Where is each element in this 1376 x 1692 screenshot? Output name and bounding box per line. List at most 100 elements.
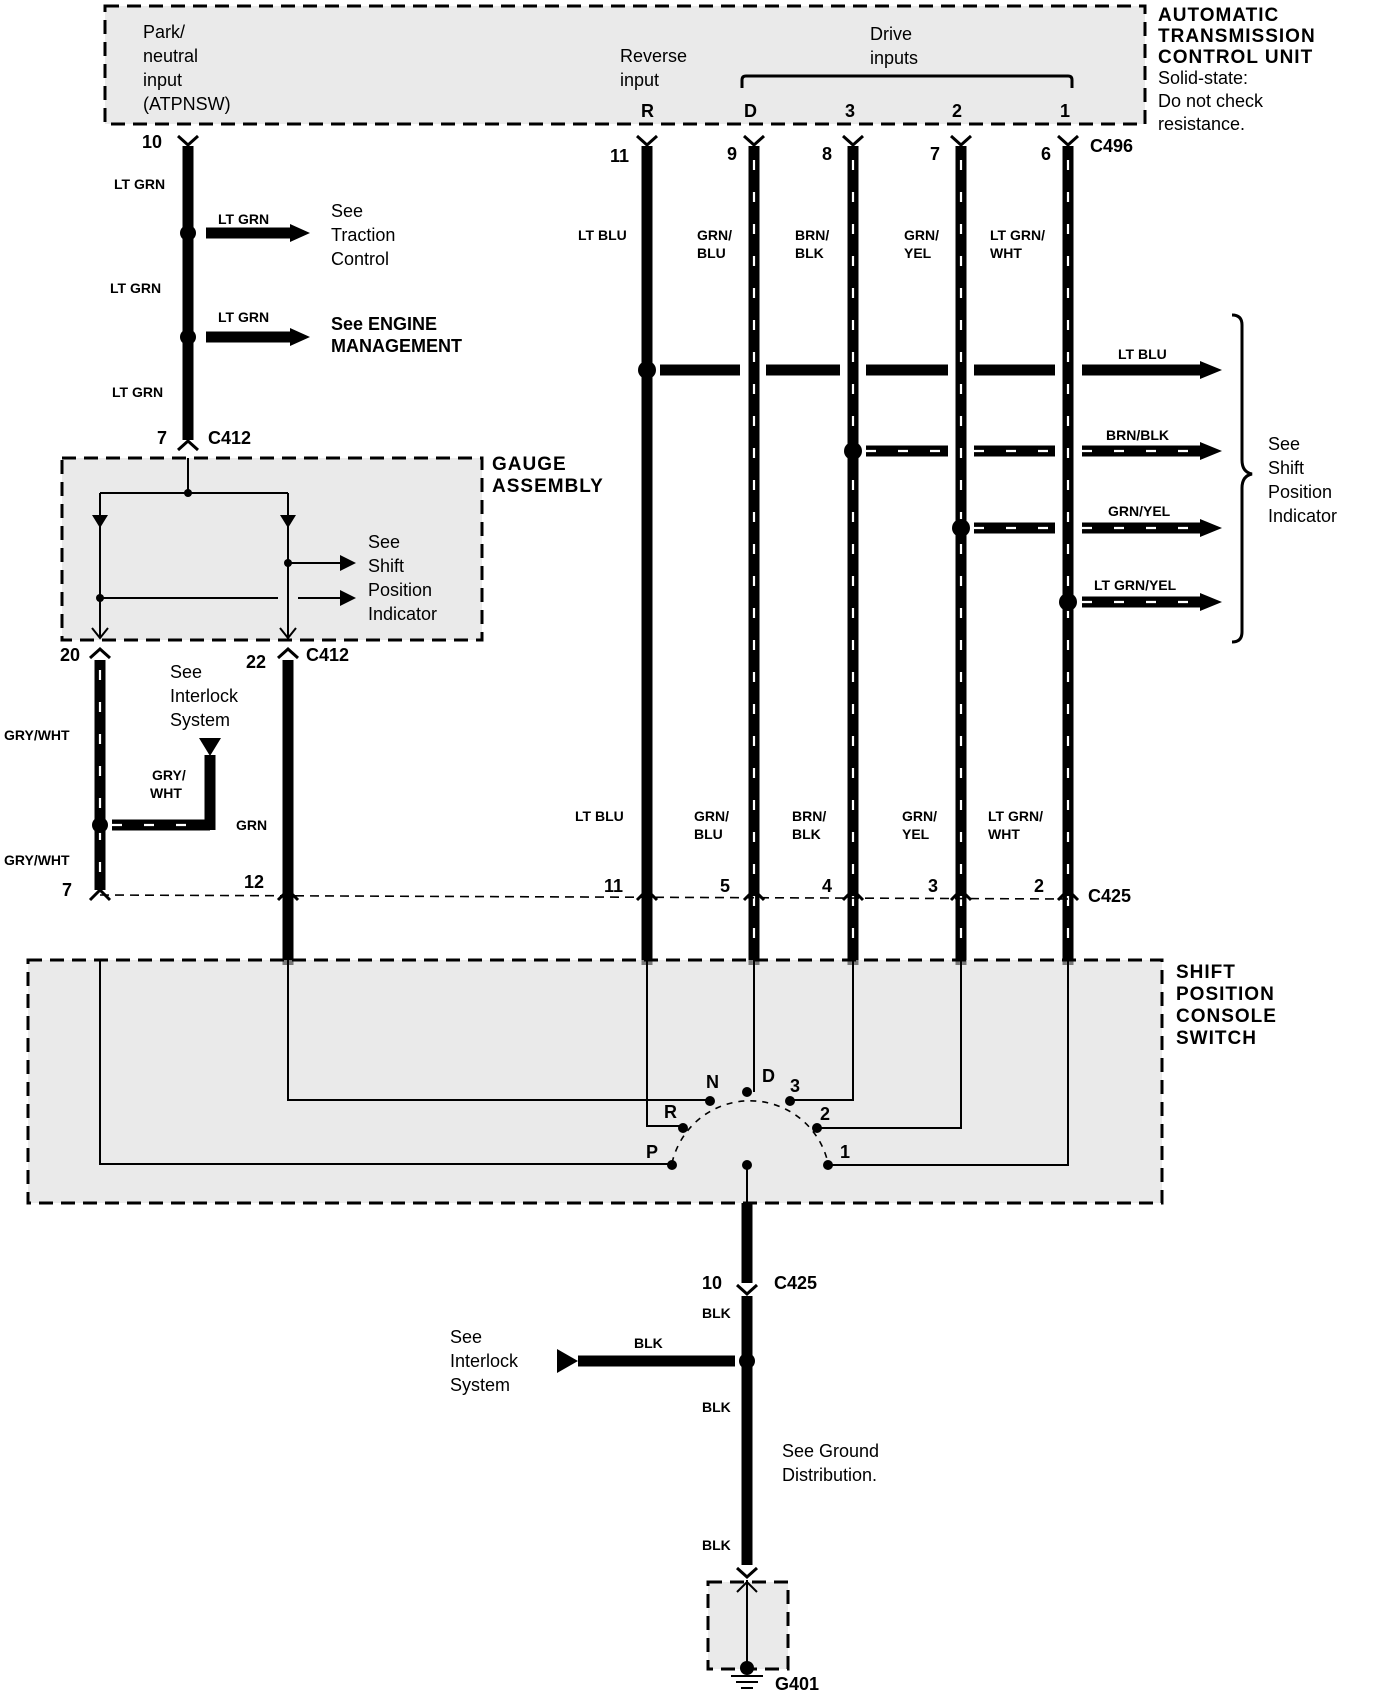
top-brn-blk-1: BRN/ [795, 227, 829, 243]
lt-grn-label-1: LT GRN [114, 176, 165, 192]
top-lt-blu: LT BLU [578, 227, 627, 243]
switch-pos-1: 1 [840, 1142, 850, 1162]
gauge-spi-ref-1: See [368, 532, 400, 552]
gauge-pin-22: 22 [246, 652, 266, 672]
traction-ref-3: Control [331, 249, 389, 269]
lt-grn-wire: LT GRN LT GRN LT GRN LT GRN LT GRN See T… [110, 146, 462, 452]
grn-label: GRN [236, 817, 267, 833]
bot-grn-blu-1: GRN/ [694, 808, 729, 824]
gauge-spi-ref-2: Shift [368, 556, 404, 576]
gauge-spi-ref-3: Position [368, 580, 432, 600]
lt-grn-label-traction: LT GRN [218, 211, 269, 227]
c425-pin-5: 5 [720, 876, 730, 896]
ground-interlock-2: Interlock [450, 1351, 519, 1371]
c412-top-label: C412 [208, 428, 251, 448]
spi-ref-1: See [1268, 434, 1300, 454]
interlock-top-ref-1: See [170, 662, 202, 682]
switch-title-2: POSITION [1176, 984, 1275, 1005]
spi-lt-grn-yel: LT GRN/YEL [1094, 577, 1177, 593]
ground-distribution-2: Distribution. [782, 1465, 877, 1485]
interlock-wire-1: GRY/ [152, 767, 186, 783]
c412-top-pin: 7 [157, 428, 167, 448]
c425-pin-11: 11 [604, 876, 623, 896]
wire-labels-top: LT BLU GRN/ BLU BRN/ BLK GRN/ YEL LT GRN… [578, 227, 1045, 261]
c425-pin-7: 7 [62, 880, 72, 900]
switch-title-4: SWITCH [1176, 1028, 1257, 1049]
top-grn-yel-2: YEL [904, 245, 932, 261]
tcu-title-3: CONTROL UNIT [1158, 47, 1313, 68]
c425-pin-2: 2 [1034, 876, 1044, 896]
park-input-1: Park/ [143, 22, 185, 42]
switch-title-3: CONSOLE [1176, 1006, 1277, 1027]
gry-wht-grn-wires: See Interlock System GRY/ WHT GRY/WHT GR… [4, 660, 294, 965]
switch-pos-2: 2 [820, 1104, 830, 1124]
gauge-assembly: GAUGE ASSEMBLY See Shift Position Indica… [60, 454, 603, 672]
spi-brn-blk: BRN/BLK [1106, 427, 1169, 443]
spi-branches: LT BLU BRN/BLK GRN/YEL LT GRN/YEL See Sh… [638, 313, 1337, 644]
bot-lt-blu: LT BLU [575, 808, 624, 824]
switch-pos-p: P [646, 1142, 658, 1162]
top-grn-blu-2: BLU [697, 245, 726, 261]
tcu-title-2: TRANSMISSION [1158, 26, 1316, 47]
c496-pins: 10 11 9 8 7 6 C496 [142, 132, 1133, 166]
bot-grn-blu-2: BLU [694, 826, 723, 842]
tcu-note-1: Solid-state: [1158, 68, 1248, 88]
top-brn-blk-2: BLK [795, 245, 824, 261]
c425-row: 7 12 11 5 4 3 2 C425 [62, 872, 1131, 906]
top-lt-grn-wht-2: WHT [990, 245, 1022, 261]
lt-grn-label-2: LT GRN [110, 280, 161, 296]
tcu-note-2: Do not check [1158, 91, 1264, 111]
term-r: R [641, 101, 654, 121]
engine-ref-2: MANAGEMENT [331, 336, 462, 356]
c425-pin-12: 12 [244, 872, 264, 892]
bot-grn-yel-2: YEL [902, 826, 930, 842]
c496-pin-7: 7 [930, 144, 940, 164]
lt-grn-label-engine: LT GRN [218, 309, 269, 325]
c496-pin-6: 6 [1041, 144, 1051, 164]
gry-wht-label-2: GRY/WHT [4, 852, 70, 868]
c496-pin-8: 8 [822, 144, 832, 164]
switch-title-1: SHIFT [1176, 962, 1236, 983]
main-vertical-wires [641, 146, 1074, 965]
c496-pin-10: 10 [142, 132, 162, 152]
c425-pin-4: 4 [822, 876, 832, 896]
spi-lt-blu: LT BLU [1118, 346, 1167, 362]
tcu-box: AUTOMATIC TRANSMISSION CONTROL UNIT Soli… [103, 4, 1316, 134]
park-input-3: input [143, 70, 182, 90]
bot-lt-grn-wht-1: LT GRN/ [988, 808, 1043, 824]
switch-pos-3: 3 [790, 1076, 800, 1096]
top-lt-grn-wht-1: LT GRN/ [990, 227, 1045, 243]
engine-ref-1: See ENGINE [331, 314, 437, 334]
gry-wht-label-1: GRY/WHT [4, 727, 70, 743]
ground-distribution-1: See Ground [782, 1441, 879, 1461]
ground-g401: G401 [775, 1674, 819, 1692]
ground-c425: C425 [774, 1273, 817, 1293]
c496-chevrons [176, 134, 1080, 148]
term-3: 3 [845, 101, 855, 121]
bot-lt-grn-wht-2: WHT [988, 826, 1020, 842]
gauge-title-1: GAUGE [492, 454, 567, 475]
ground-pin-10: 10 [702, 1273, 722, 1293]
tcu-title-1: AUTOMATIC [1158, 5, 1279, 26]
drive-inputs-2: inputs [870, 48, 918, 68]
c496-pin-9: 9 [727, 144, 737, 164]
drive-inputs-1: Drive [870, 24, 912, 44]
switch-pos-r: R [664, 1102, 677, 1122]
park-input-2: neutral [143, 46, 198, 66]
traction-ref-2: Traction [331, 225, 395, 245]
bot-brn-blk-2: BLK [792, 826, 821, 842]
c496-pin-11: 11 [610, 146, 629, 166]
gauge-spi-ref-4: Indicator [368, 604, 437, 624]
lt-grn-label-3: LT GRN [112, 384, 163, 400]
top-grn-yel-1: GRN/ [904, 227, 939, 243]
shift-switch: SHIFT POSITION CONSOLE SWITCH P R N D 3 … [26, 958, 1277, 1205]
interlock-top-ref-3: System [170, 710, 230, 730]
gauge-c412-bottom: C412 [306, 645, 349, 665]
spi-ref-2: Shift [1268, 458, 1304, 478]
interlock-top-ref-2: Interlock [170, 686, 239, 706]
spi-ref-4: Indicator [1268, 506, 1337, 526]
bot-grn-yel-1: GRN/ [902, 808, 937, 824]
top-grn-blu-1: GRN/ [697, 227, 732, 243]
c425-connector: C425 [1088, 886, 1131, 906]
